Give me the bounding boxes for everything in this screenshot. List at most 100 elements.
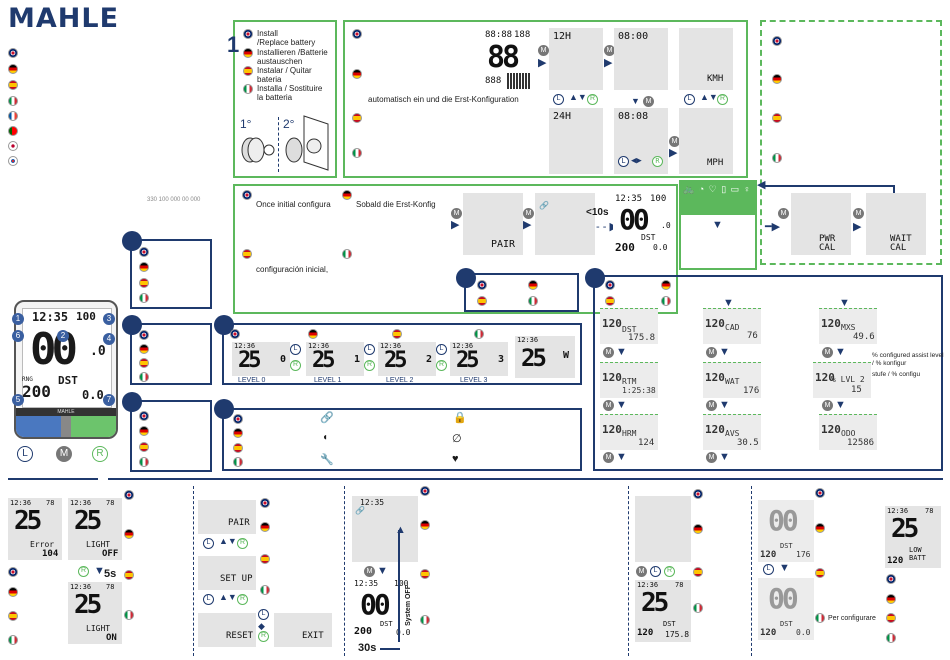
icon-legend-panel — [222, 408, 582, 471]
it-flag-icon — [352, 148, 362, 158]
lcd-pair: PAIR — [463, 193, 523, 255]
lcd-odo: 120 ODO 12586 — [819, 414, 877, 450]
it-flag-icon — [342, 249, 352, 259]
lcd-time-12: 08:00 — [614, 28, 668, 90]
lcd-mxs: 120 MXS 49.6 — [819, 308, 877, 344]
menu-pair: PAIR — [198, 500, 256, 534]
m-button-icon: M — [538, 45, 549, 56]
it-flag-icon — [243, 84, 253, 94]
lvl-note-1: % configured assist level / % konfigur — [872, 352, 944, 367]
es-flag-icon — [352, 113, 362, 123]
lcd-12h: 12H — [549, 28, 603, 90]
r-button-icon: R — [717, 94, 728, 105]
m-button-icon: M — [604, 45, 615, 56]
es-flag-icon — [243, 66, 253, 76]
pairing-de: Sobald die Erst-Konfig — [356, 200, 436, 209]
de-flag-icon — [772, 74, 782, 84]
menu-exit: EXIT — [274, 613, 332, 647]
lock-icon: 🔒 — [453, 412, 467, 424]
lcd-error: 12:36 78 25 Error 104 — [8, 498, 62, 560]
lcd-rtm: 120 RTM 1:25:38 — [600, 362, 658, 398]
section-box-b — [130, 323, 212, 385]
install-es: Instalar / Quitar bateria — [257, 66, 312, 84]
hold-5s: 5s — [104, 568, 117, 580]
flag-legend-box — [464, 273, 579, 312]
m-button-icon: M — [778, 208, 789, 219]
uk-flag-icon — [772, 36, 782, 46]
first-config-panel — [343, 20, 748, 178]
device-back-illustration — [285, 115, 329, 171]
lcd-wat: 120 WAT 176 — [703, 362, 761, 398]
data-screens-panel — [593, 275, 943, 471]
lvl-note-2: stufe / % configu — [872, 371, 921, 378]
pairing-en: Once initial configura — [256, 200, 331, 209]
lcd-link: 12:35 🔗 — [352, 496, 418, 562]
lcd-time-24: 08:08 L ◀▶ R — [614, 108, 668, 174]
m-button-icon: M — [523, 208, 534, 219]
calibration-panel — [760, 20, 942, 265]
lcd-low-batt: 12:36 78 25 LOW BATT 120 — [885, 506, 941, 568]
install-de: Installieren /Batterie austauschen — [257, 48, 328, 66]
uk-flag-icon — [243, 29, 253, 39]
menu-reset: RESET — [198, 613, 256, 647]
l-button-icon: L — [684, 94, 695, 105]
lcd-hrm: 120 HRM 124 — [600, 414, 658, 450]
left-button-zone[interactable] — [16, 416, 61, 437]
right-button-zone[interactable] — [71, 416, 116, 437]
device-illustration: 12:35 100 00 .0 DST RNG 200 0.0 MAHLE — [14, 300, 118, 439]
section-box-c — [130, 400, 212, 472]
uk-flag-icon — [352, 29, 362, 39]
first-config-de: automatisch ein und die Erst-Konfigurati… — [368, 95, 519, 104]
pairing-panel — [233, 184, 678, 314]
lcd-kmh: KMH — [679, 28, 733, 90]
sensors-bar: 🚲 ◔ ♡ ▯ ▭ ♀ — [679, 180, 757, 214]
hold-30s: 30s — [358, 642, 377, 654]
step-a-label: 1° — [240, 117, 252, 131]
per-configurare: Per configurare — [828, 615, 876, 622]
es-flag-icon — [8, 80, 18, 90]
fr-flag-icon — [8, 111, 18, 121]
kr-flag-icon — [8, 156, 18, 166]
lcd-system-home: 12:35 100 00 DST 200 0.0 — [352, 578, 418, 640]
lcd-zero-b: 00 DST 120 0.0 — [758, 578, 814, 640]
install-it: Installa / Sostituire la batteria — [257, 84, 323, 102]
lcd-level-0: 12:36 25 0 — [232, 342, 290, 376]
link-icon: 🔗 — [320, 412, 334, 424]
system-off-label: System OFF — [405, 585, 412, 626]
lcd-wait-cal: WAIT CAL — [866, 193, 926, 255]
pt-flag-icon — [8, 126, 18, 136]
m-button-icon: M — [451, 208, 462, 219]
de-flag-icon — [8, 64, 18, 74]
wrench-icon: 🔧 — [320, 454, 334, 466]
r-button-icon: R — [587, 94, 598, 105]
de-flag-icon — [352, 69, 362, 79]
lcd-mph: MPH — [679, 108, 733, 174]
lcd-level-3: 12:36 25 3 — [450, 342, 508, 376]
uk-flag-icon — [8, 48, 18, 58]
lcd-dst: 120 DST 175.8 — [600, 308, 658, 344]
assist-icon: ∅ — [452, 433, 462, 445]
m-button[interactable]: M — [56, 446, 72, 462]
uk-flag-icon — [242, 190, 252, 200]
r-button[interactable]: R — [92, 446, 108, 462]
l-button[interactable]: L — [17, 446, 33, 462]
lcd-zero-a: 00 DST 120 176 — [758, 500, 814, 562]
m-button-icon: M — [669, 136, 680, 147]
lcd-avs: 120 AVS 30.5 — [703, 414, 761, 450]
lcd-walk-mode: 12:36 25 W — [515, 336, 575, 378]
middle-button-zone[interactable] — [61, 416, 71, 437]
it-flag-icon — [8, 96, 18, 106]
sensor-list-box — [679, 213, 757, 270]
lcd-light-on: 12:36 78 25 LIGHT ON — [68, 582, 122, 644]
de-flag-icon — [342, 190, 352, 200]
full-segment-display: 88:88 188 88 888 — [483, 28, 533, 92]
m-button-icon: M — [643, 96, 654, 107]
section-box-a — [130, 239, 212, 309]
menu-setup: SET UP — [198, 556, 256, 590]
mahle-logo: MAHLE — [8, 3, 120, 34]
install-panel — [233, 20, 337, 178]
light-icon: ◖ — [322, 432, 329, 443]
de-flag-icon — [243, 48, 253, 58]
lcd-pairing-search: 🔗 — [535, 193, 595, 255]
es-flag-icon — [242, 249, 252, 259]
